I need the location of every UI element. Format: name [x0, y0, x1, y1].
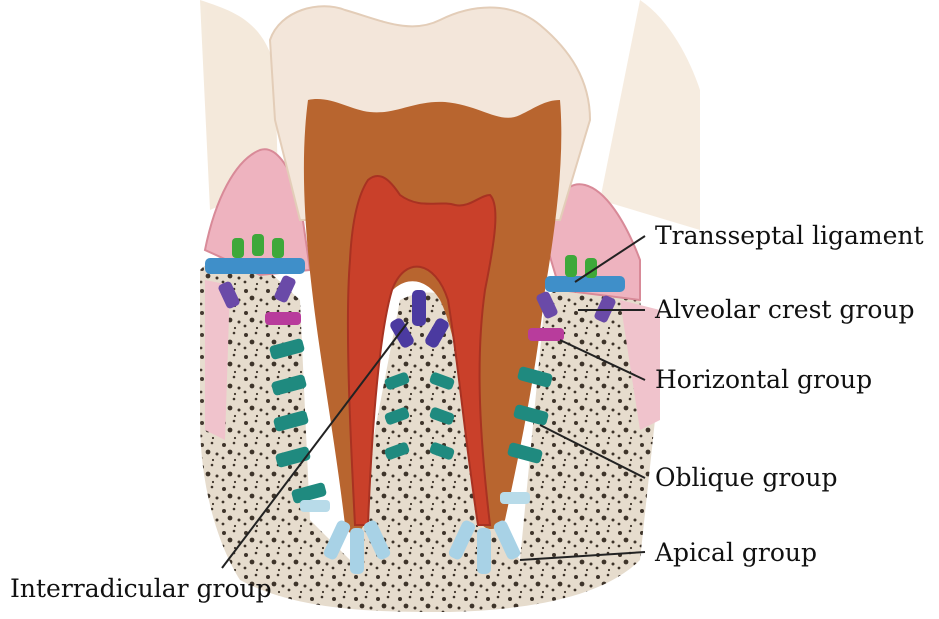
label-interradicular-group: Interradicular group: [10, 576, 272, 601]
label-alveolar-crest-group: Alveolar crest group: [655, 297, 915, 322]
label-transseptal-ligament: Transseptal ligament: [655, 223, 924, 248]
alveolar-bone: [200, 254, 655, 612]
right-neighbour-crown: [600, 0, 700, 230]
label-oblique-group: Oblique group: [655, 465, 837, 490]
label-horizontal-group: Horizontal group: [655, 367, 872, 392]
label-apical-group: Apical group: [655, 540, 817, 565]
